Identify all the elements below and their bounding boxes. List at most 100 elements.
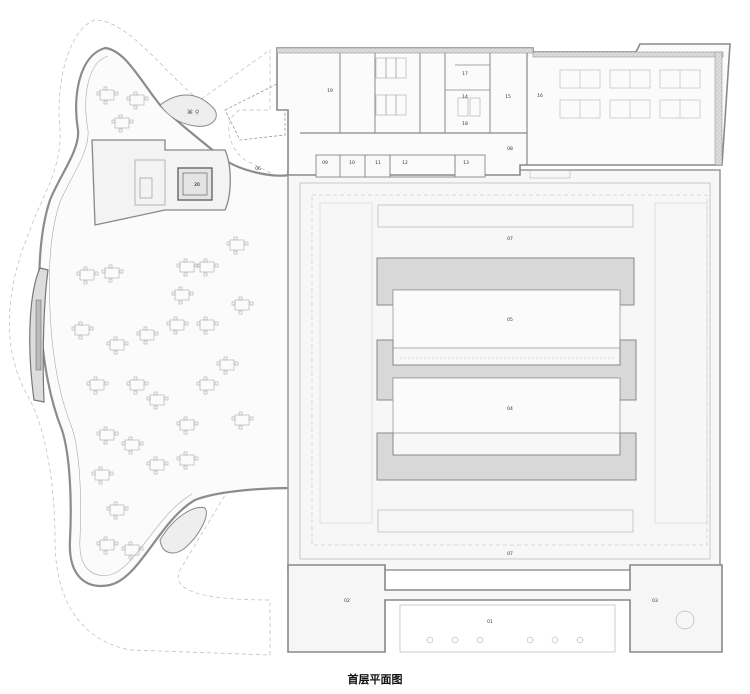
chair	[184, 321, 189, 326]
chair	[121, 441, 126, 446]
chair	[139, 441, 144, 446]
chair	[143, 326, 148, 331]
chair	[146, 396, 151, 401]
room-label: 11	[375, 160, 381, 166]
chair	[189, 291, 194, 296]
chair	[183, 272, 188, 277]
room-label: 03	[652, 598, 658, 604]
chair	[153, 470, 158, 475]
room-label: 07	[507, 236, 513, 242]
room-label: 08	[507, 146, 513, 152]
chair	[89, 326, 94, 331]
chair	[176, 263, 181, 268]
chair	[78, 335, 83, 340]
chair	[196, 321, 201, 326]
upper-wing	[159, 94, 217, 127]
chair	[214, 321, 219, 326]
chair	[114, 541, 119, 546]
chair	[183, 258, 188, 263]
chair	[93, 376, 98, 381]
chair	[196, 381, 201, 386]
chair	[144, 96, 149, 101]
room-label: 05	[507, 317, 513, 323]
site-boundary	[9, 19, 286, 656]
chair	[94, 271, 99, 276]
chair	[103, 536, 108, 541]
chair	[118, 114, 123, 119]
chair	[118, 128, 123, 133]
chair	[171, 291, 176, 296]
room-label: 12	[402, 160, 408, 166]
lower-wing	[159, 506, 207, 554]
chair	[144, 381, 149, 386]
chair	[164, 396, 169, 401]
chair	[113, 515, 118, 520]
chair	[238, 411, 243, 416]
chair	[86, 381, 91, 386]
room-label: 14	[462, 94, 468, 100]
chair	[133, 91, 138, 96]
chair	[71, 326, 76, 331]
chair	[133, 390, 138, 395]
chair	[223, 356, 228, 361]
chair	[103, 550, 108, 555]
chair	[173, 316, 178, 321]
main-building	[276, 43, 731, 653]
service-core: 20	[91, 139, 231, 226]
chair	[121, 546, 126, 551]
chair	[233, 250, 238, 255]
chair	[124, 506, 129, 511]
chair	[83, 280, 88, 285]
chair	[108, 264, 113, 269]
chair	[223, 370, 228, 375]
chair	[113, 501, 118, 506]
chair	[183, 451, 188, 456]
chair	[154, 331, 159, 336]
chair	[98, 466, 103, 471]
room-label: 04	[507, 406, 513, 412]
chair	[139, 546, 144, 551]
chair	[153, 456, 158, 461]
chair	[176, 421, 181, 426]
chair	[114, 431, 119, 436]
chair	[176, 456, 181, 461]
chair	[234, 361, 239, 366]
room-label: 13	[463, 160, 469, 166]
chair	[203, 330, 208, 335]
chair	[203, 258, 208, 263]
chair	[93, 390, 98, 395]
chair	[91, 471, 96, 476]
chair	[133, 376, 138, 381]
room-label: 20	[194, 182, 200, 188]
chair	[113, 350, 118, 355]
chair	[216, 361, 221, 366]
chair	[203, 390, 208, 395]
chair	[226, 241, 231, 246]
chair	[124, 341, 129, 346]
chair	[76, 271, 81, 276]
chair	[238, 425, 243, 430]
chair	[128, 450, 133, 455]
chair	[238, 296, 243, 301]
chair	[249, 416, 254, 421]
chair	[153, 391, 158, 396]
chair	[231, 416, 236, 421]
chair	[196, 263, 201, 268]
chair	[166, 321, 171, 326]
chair	[153, 405, 158, 410]
room-label: 10	[349, 160, 355, 166]
room-label: 02	[344, 598, 350, 604]
chair	[96, 431, 101, 436]
chair	[214, 263, 219, 268]
room-label: 17	[462, 71, 468, 77]
chair	[111, 119, 116, 124]
chair	[233, 236, 238, 241]
chair	[119, 269, 124, 274]
chair	[106, 341, 111, 346]
room-label: 06	[255, 166, 261, 172]
chair	[194, 263, 199, 268]
chair	[244, 241, 249, 246]
chair	[103, 100, 108, 105]
